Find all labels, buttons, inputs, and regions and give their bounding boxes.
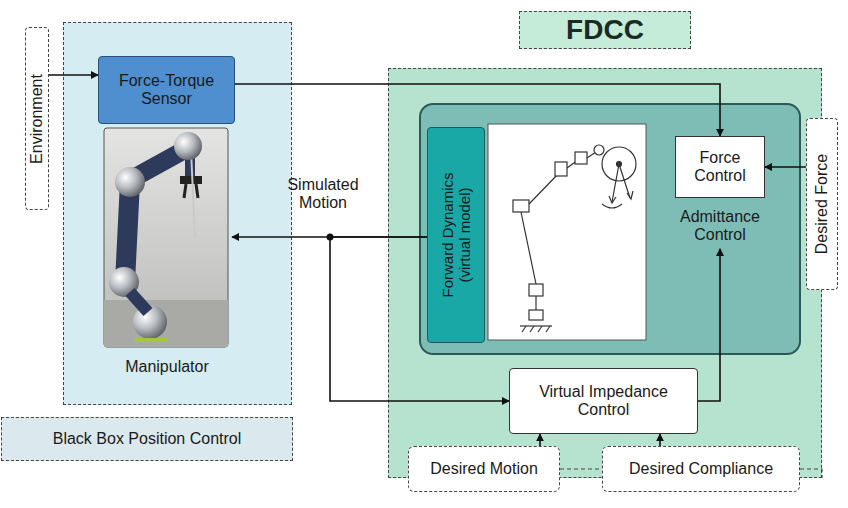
sensor-box: Force-Torque Sensor — [98, 56, 235, 124]
connector-arrow — [765, 166, 806, 168]
edge-label: Simulated Motion — [278, 176, 368, 213]
desired-force-box: Desired Force — [806, 118, 838, 290]
node-label: Desired Motion — [430, 460, 538, 478]
node-label: Force Control — [684, 149, 756, 186]
manipulator-box: Manipulator — [104, 128, 230, 386]
connector-arrow — [232, 236, 427, 238]
node-label: Desired Compliance — [629, 460, 773, 478]
connector-arrow — [539, 434, 541, 446]
node-label: Black Box Position Control — [1, 417, 293, 461]
connector-arrow — [698, 249, 720, 401]
node-label: Admittance Control — [665, 208, 775, 245]
node-label: Virtual Impedance Control — [524, 383, 684, 420]
node-label: Environment — [28, 74, 46, 164]
connector-arrow — [49, 74, 98, 76]
virtual-model-drawing — [488, 124, 646, 340]
forward-dynamics-box: Forward Dynamics (virtual model) — [427, 127, 485, 343]
admittance-box: Admittance Control Forward Dynamics (virt… — [419, 103, 801, 355]
node-label: Forward Dynamics (virtual model) — [439, 155, 474, 315]
branch-dot — [327, 234, 334, 241]
desired-compliance-box: Desired Compliance — [602, 446, 800, 492]
node-label: FDCC — [519, 11, 691, 49]
node-label: Desired Force — [813, 154, 831, 254]
dashed-join — [560, 468, 602, 469]
connector-arrow — [659, 434, 661, 446]
connector-arrow — [235, 84, 720, 136]
node-label: Force-Torque Sensor — [111, 72, 223, 109]
position-control-panel: Black Box Position ControlForce-Torque S… — [63, 22, 292, 405]
environment-box: Environment — [25, 27, 49, 210]
impedance-control-box: Virtual Impedance Control — [509, 368, 698, 434]
dashed-join — [800, 469, 822, 478]
fdcc-panel: FDCCAdmittance ControlForward Dynamics (… — [388, 68, 822, 478]
manipulator-photo — [104, 128, 228, 347]
connector-arrow — [330, 237, 509, 401]
desired-motion-box: Desired Motion — [408, 446, 560, 492]
node-label: Manipulator — [125, 358, 209, 376]
force-control-box: Force Control — [675, 136, 765, 198]
